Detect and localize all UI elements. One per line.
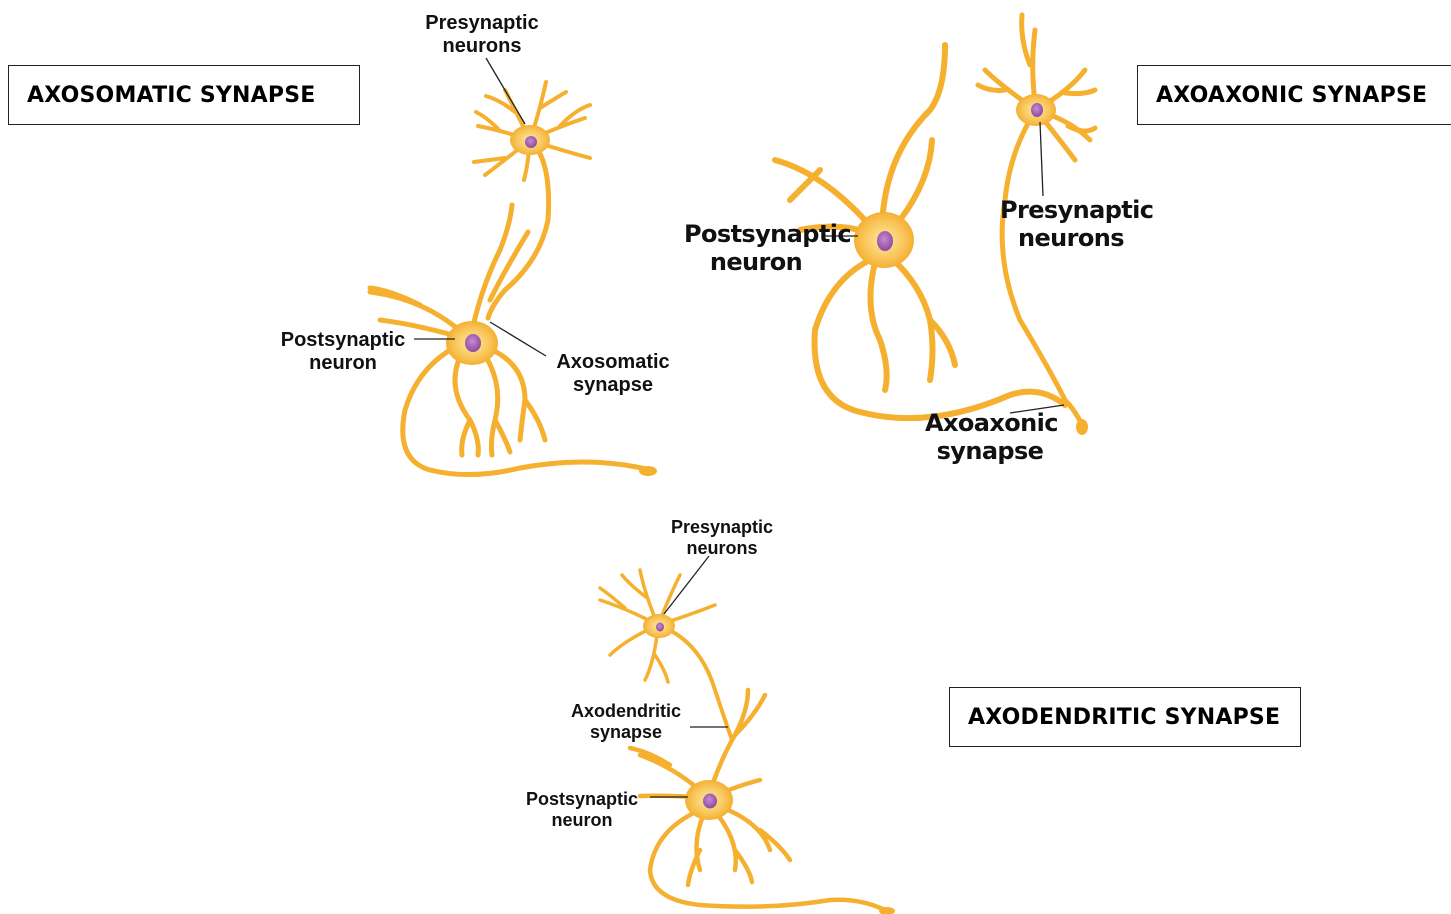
axoaxonic-synapse-line2: synapse: [925, 438, 1055, 466]
axodendritic-presynaptic-line2: neurons: [652, 538, 792, 559]
axoaxonic-presynaptic-leader: [1040, 122, 1043, 196]
axodendritic-title: AXODENDRITIC SYNAPSE: [968, 705, 1280, 730]
axoaxonic-presynaptic-line2: neurons: [1000, 225, 1142, 253]
axodendritic-synapse-line2: synapse: [556, 722, 696, 743]
axosomatic-synapse-label: Axosomatic synapse: [543, 351, 683, 397]
axoaxonic-presynaptic-line1: Presynaptic: [1000, 197, 1142, 225]
axodendritic-synapse-line1: Axodendritic: [556, 701, 696, 722]
axodendritic-presynaptic-label: Presynaptic neurons: [652, 517, 792, 558]
axoaxonic-title: AXOAXONIC SYNAPSE: [1156, 83, 1427, 108]
axodendritic-postsynaptic-label: Postsynaptic neuron: [510, 789, 654, 830]
axosomatic-title-box: AXOSOMATIC SYNAPSE: [8, 65, 360, 125]
axoaxonic-postsynaptic-label: Postsynaptic neuron: [684, 221, 828, 276]
axosomatic-postsynaptic-label: Postsynaptic neuron: [270, 329, 416, 375]
axosomatic-synapse-line1: Axosomatic: [543, 351, 683, 374]
axoaxonic-postsynaptic-line1: Postsynaptic: [684, 221, 828, 249]
axosomatic-title: AXOSOMATIC SYNAPSE: [27, 83, 315, 108]
axodendritic-postsynaptic-line1: Postsynaptic: [510, 789, 654, 810]
axoaxonic-postsynaptic-line2: neuron: [684, 249, 828, 277]
axodendritic-presynaptic-leader: [664, 556, 709, 614]
axodendritic-postsynaptic-line2: neuron: [510, 810, 654, 831]
axodendritic-synapse-label: Axodendritic synapse: [556, 701, 696, 742]
axoaxonic-synapse-label: Axoaxonic synapse: [925, 410, 1055, 465]
axosomatic-postsynaptic-line2: neuron: [270, 352, 416, 375]
axoaxonic-synapse-line1: Axoaxonic: [925, 410, 1055, 438]
axoaxonic-title-box: AXOAXONIC SYNAPSE: [1137, 65, 1451, 125]
axosomatic-presynaptic-leader: [486, 58, 525, 124]
axosomatic-presynaptic-label: Presynaptic neurons: [412, 12, 552, 58]
axodendritic-title-box: AXODENDRITIC SYNAPSE: [949, 687, 1301, 747]
axosomatic-postsynaptic-line1: Postsynaptic: [270, 329, 416, 352]
axoaxonic-presynaptic-label: Presynaptic neurons: [1000, 197, 1142, 252]
axosomatic-presynaptic-line2: neurons: [412, 35, 552, 58]
axodendritic-presynaptic-line1: Presynaptic: [652, 517, 792, 538]
axosomatic-synapse-line2: synapse: [543, 374, 683, 397]
axosomatic-presynaptic-neuron: [474, 82, 590, 318]
axosomatic-presynaptic-line1: Presynaptic: [412, 12, 552, 35]
